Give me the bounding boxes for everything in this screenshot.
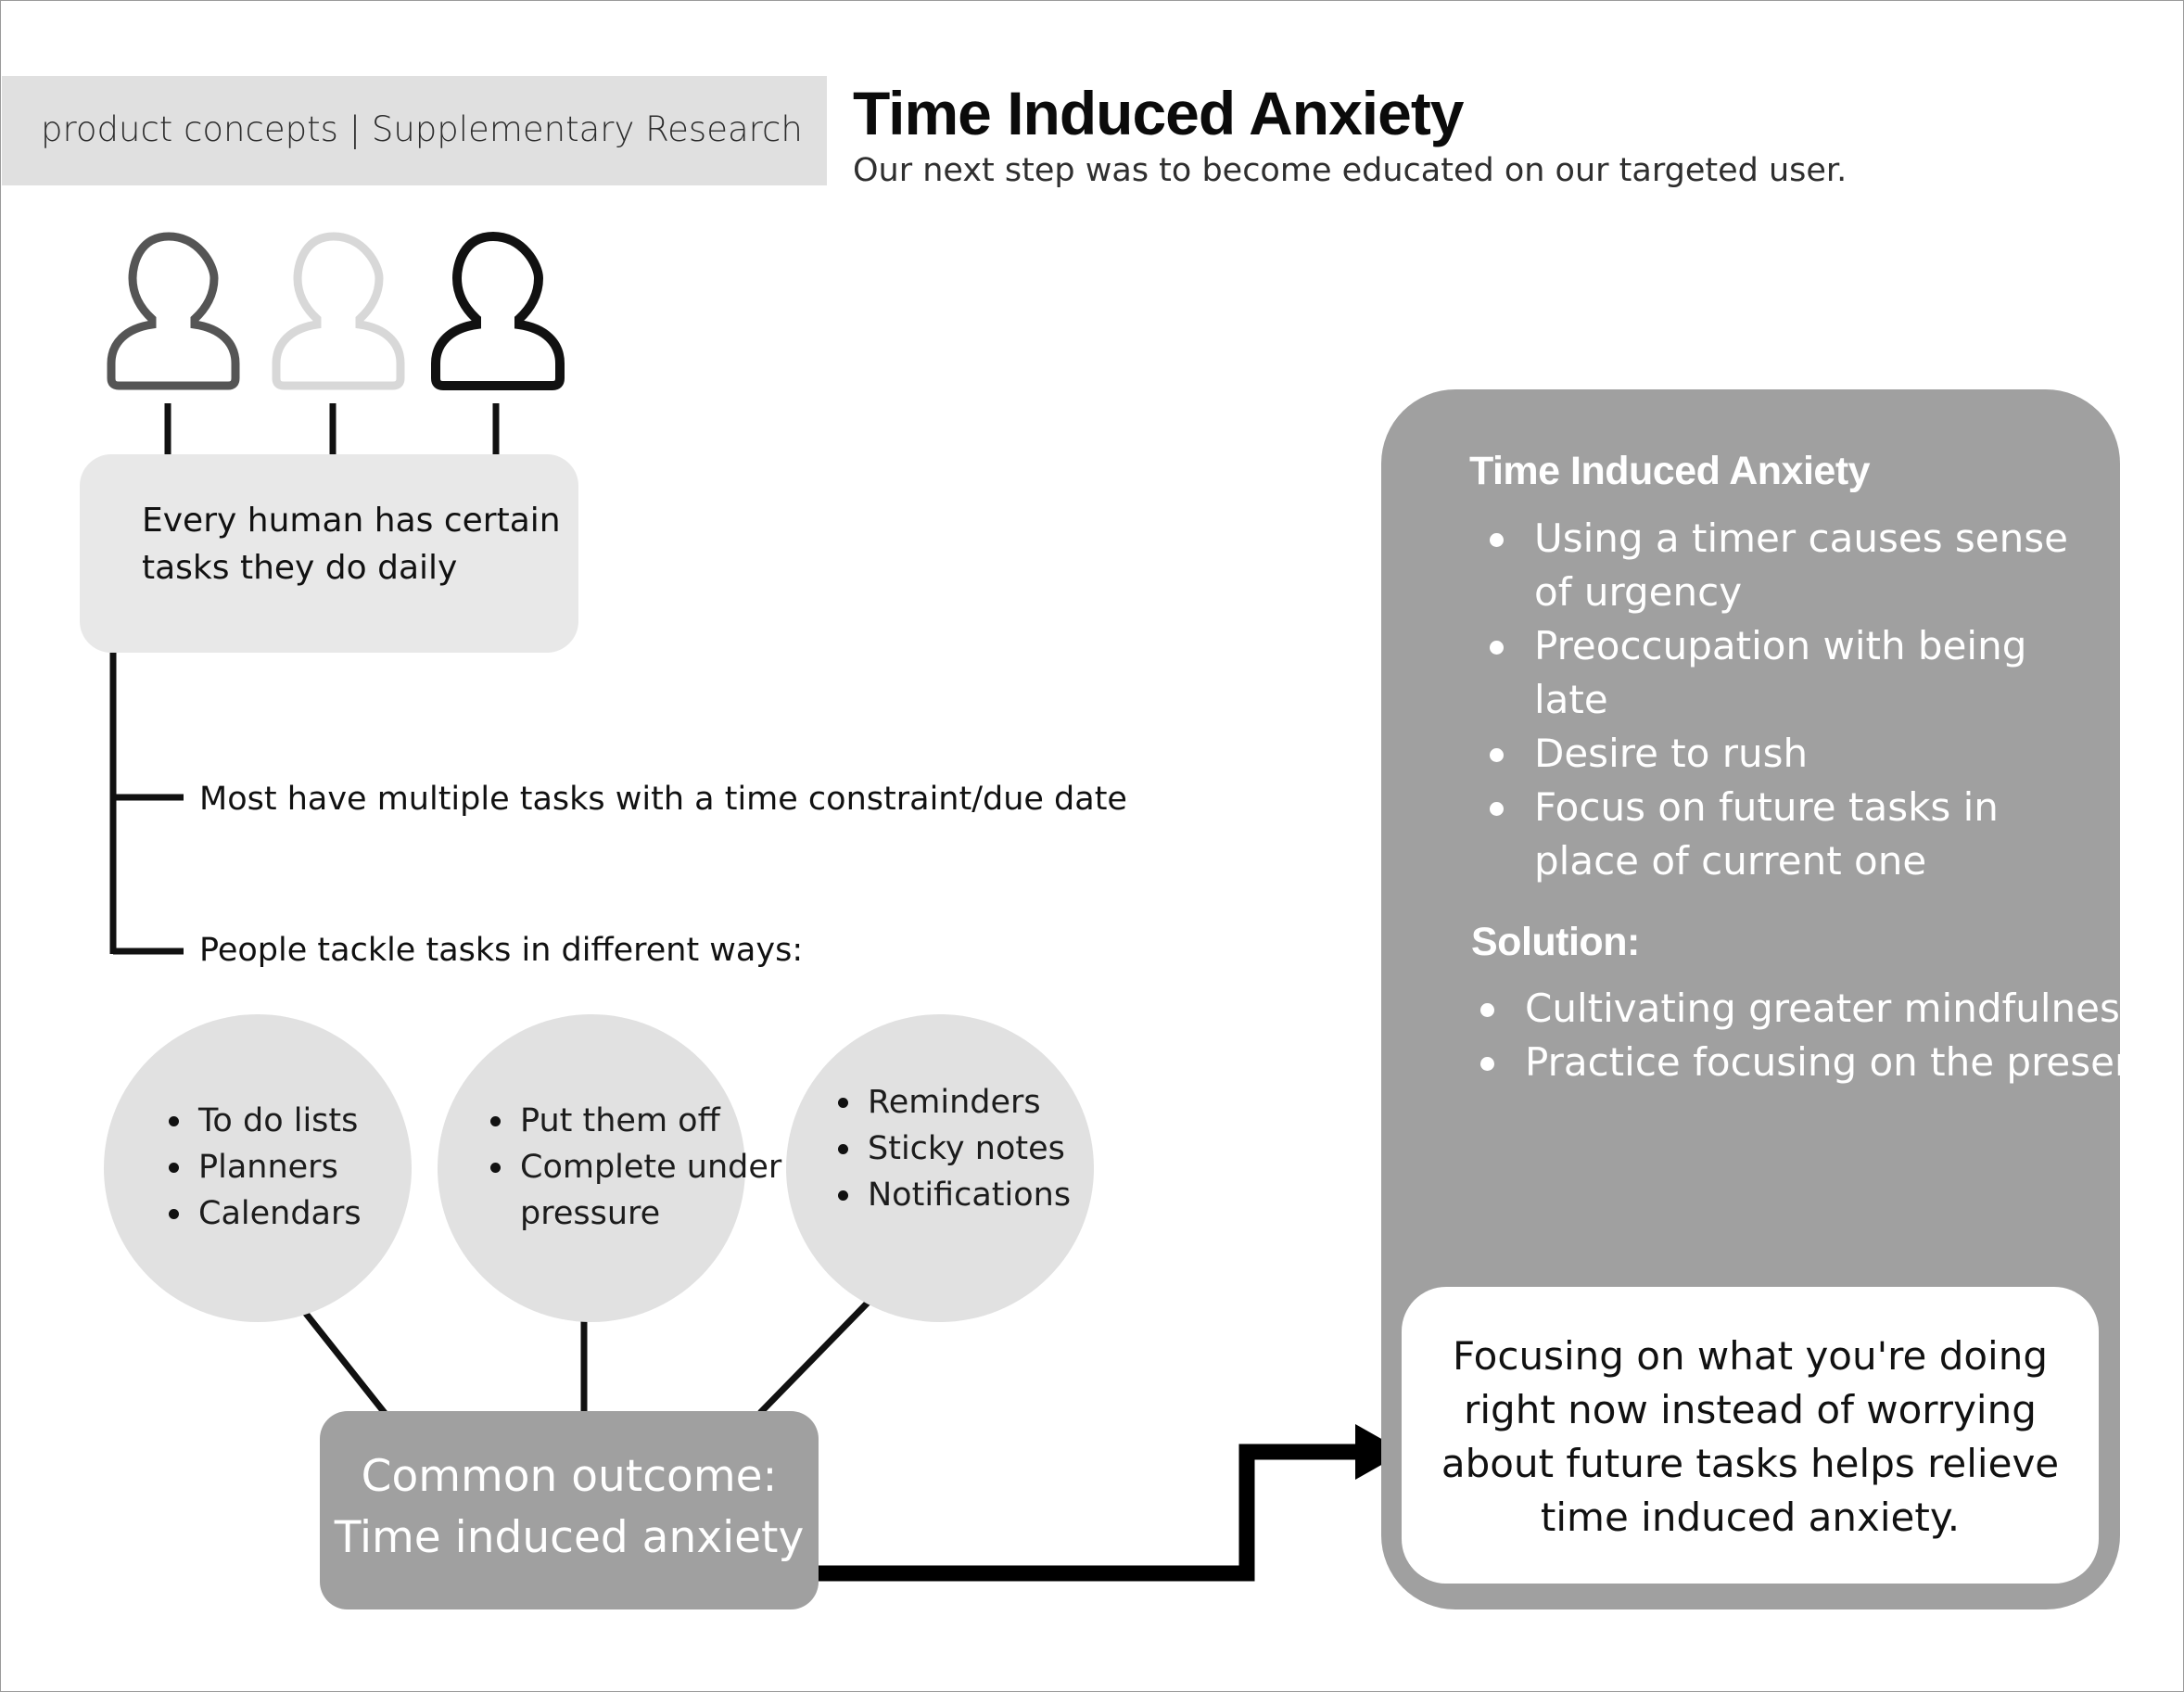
person-icon [272,232,405,390]
result-box: Focusing on what you're doing right now … [1402,1287,2099,1584]
list-item: Cultivating greater mindfulness [1480,982,2155,1036]
approach-list: To do lists Planners Calendars [169,1098,362,1237]
approach-circle-reminders: Reminders Sticky notes Notifications [786,1014,1094,1322]
branch-label-constraint: Most have multiple tasks with a time con… [199,781,1127,818]
list-item: Practice focusing on the present [1480,1036,2155,1089]
list-item: Calendars [169,1190,362,1237]
breadcrumb: product concepts | Supplementary Researc… [41,109,803,149]
approach-list: Put them off Complete under pressure [489,1098,781,1237]
person-icon [431,231,565,390]
branch-label-ways: People tackle tasks in different ways: [199,932,804,969]
list-item: Desire to rush [1490,727,2090,781]
list-item: Reminders [837,1079,1071,1126]
connector-line [300,1307,387,1416]
list-item: Put them off [489,1098,781,1144]
list-item: pressure [520,1195,661,1232]
approach-circle-procrastination: Put them off Complete under pressure [438,1014,781,1322]
list-item: Focus on future tasks in place of curren… [1490,781,2090,888]
panel-heading: Time Induced Anxiety [1469,449,1871,493]
list-item: Using a timer causes sense of urgency [1490,512,2090,619]
approach-circle-planning: To do lists Planners Calendars [104,1014,412,1322]
outcome-box: Common outcome: Time induced anxiety [320,1411,819,1609]
person-icon [107,232,240,390]
outcome-line: Common outcome: [361,1451,778,1502]
root-text: Every human has certain tasks they do da… [142,502,561,587]
list-item: To do lists [169,1098,362,1144]
approach-list: Reminders Sticky notes Notifications [837,1079,1071,1218]
outcome-line: Time induced anxiety [334,1512,805,1563]
list-item: Planners [169,1144,362,1190]
list-item: Complete under [489,1144,781,1190]
list-item: Preoccupation with being late [1490,619,2090,727]
solution-heading: Solution: [1471,920,1640,964]
connector-line [757,1298,872,1416]
header-band: product concepts | Supplementary Researc… [2,76,827,185]
list-item: Sticky notes [837,1126,1071,1172]
anxiety-list: Using a timer causes sense of urgency Pr… [1490,512,2090,888]
list-item: Notifications [837,1172,1071,1218]
solution-list: Cultivating greater mindfulness Practice… [1480,982,2155,1089]
page-subtitle: Our next step was to become educated on … [853,152,1848,189]
arrow-head [1355,1424,1404,1480]
root-box: Every human has certain tasks they do da… [80,454,578,653]
page-title: Time Induced Anxiety [853,79,1464,147]
outcome-arrow [819,1444,1363,1582]
result-text: Focusing on what you're doing right now … [1441,1333,2060,1540]
